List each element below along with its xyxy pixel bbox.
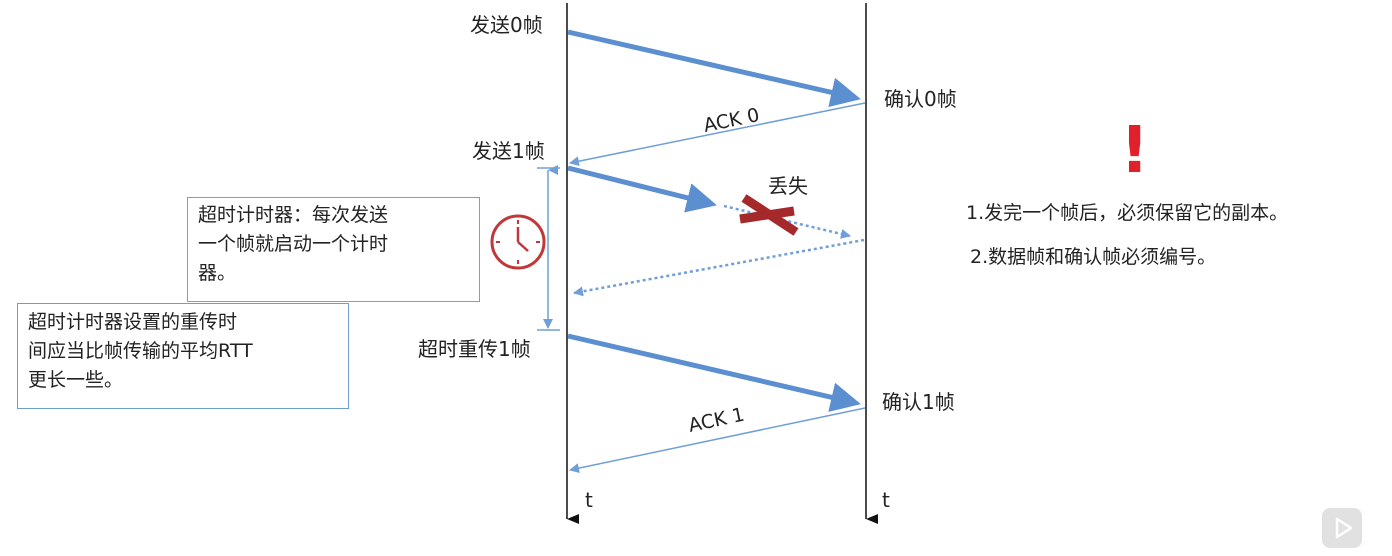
timer-explanation-line: 超时计时器：每次发送 bbox=[198, 204, 389, 226]
note-1: 1.发完一个帧后，必须保留它的副本。 bbox=[966, 202, 1288, 224]
clock-icon bbox=[490, 214, 546, 270]
exclamation-mark: ! bbox=[1120, 114, 1149, 188]
ack-frame-0-label: 确认0帧 bbox=[884, 87, 957, 111]
rtt-explanation-line: 超时计时器设置的重传时 bbox=[28, 311, 238, 333]
ack-1-text: ACK 1 bbox=[686, 404, 746, 437]
timer-explanation-line: 一个帧就启动一个计时 bbox=[198, 233, 389, 255]
ack-1-line bbox=[569, 407, 866, 474]
send-frame-1-label: 发送1帧 bbox=[472, 139, 545, 163]
play-button[interactable] bbox=[1322, 508, 1362, 548]
time-label-right: t bbox=[882, 488, 890, 512]
send-frame-0-label: 发送0帧 bbox=[470, 13, 543, 37]
cross-icon bbox=[739, 194, 799, 236]
rtt-explanation-line: 更长一些。 bbox=[28, 369, 124, 391]
play-icon bbox=[1335, 517, 1353, 539]
frame-0-arrow bbox=[567, 29, 861, 108]
note-2: 2.数据帧和确认帧必须编号。 bbox=[970, 246, 1216, 268]
ack-0-line bbox=[569, 102, 866, 167]
timer-explanation-line: 器。 bbox=[198, 262, 237, 284]
resend-frame-1-label: 超时重传1帧 bbox=[418, 337, 531, 361]
rtt-explanation-box: 超时计时器设置的重传时 间应当比帧传输的平均RTT 更长一些。 bbox=[17, 303, 349, 409]
frame-1-arrow bbox=[567, 165, 717, 213]
ack-0-text: ACK 0 bbox=[702, 104, 762, 137]
rtt-explanation-line: 间应当比帧传输的平均RTT bbox=[28, 340, 253, 362]
time-label-left: t bbox=[585, 488, 593, 512]
lost-label: 丢失 bbox=[768, 174, 808, 198]
ack-frame-1-label: 确认1帧 bbox=[882, 390, 955, 414]
timer-explanation-box: 超时计时器：每次发送 一个帧就启动一个计时 器。 bbox=[187, 197, 480, 302]
timeout-dotted-arrow bbox=[573, 238, 865, 297]
frame-1-resend-arrow bbox=[567, 333, 861, 412]
